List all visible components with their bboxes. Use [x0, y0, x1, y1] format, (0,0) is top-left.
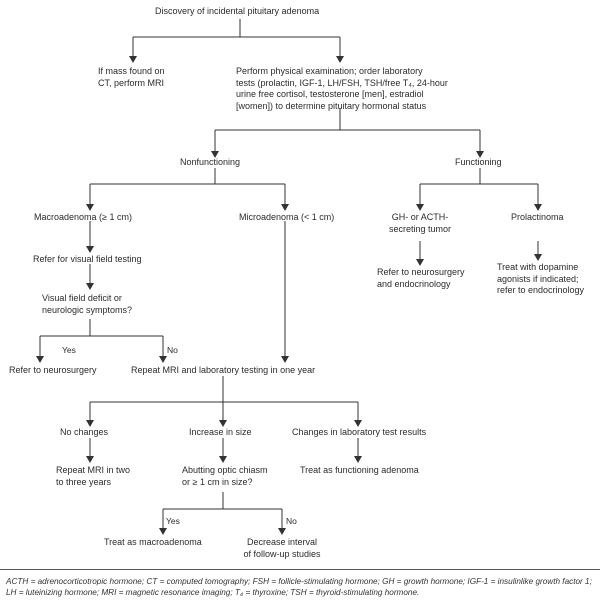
node-repeat-two-line-1: Repeat MRI in two [56, 465, 131, 475]
node-decrease-line-2: of follow-up studies [243, 548, 321, 559]
node-treat-functioning: Treat as functioning adenoma [300, 465, 419, 477]
node-root: Discovery of incidental pituitary adenom… [155, 6, 319, 18]
node-exam-line-4: [women]) to determine pituitary hormonal… [236, 100, 427, 111]
node-deficit-line-2: neurologic symptoms? [42, 304, 133, 315]
node-abutting-line-2: or ≥ 1 cm in size? [182, 476, 253, 487]
node-refer-neurosurgery-text: Refer to neurosurgery [9, 365, 97, 375]
node-gh-line-2: secreting tumor [388, 223, 452, 234]
node-lab-changes-text: Changes in laboratory test results [292, 427, 427, 437]
node-visual-field-testing: Refer for visual field testing [33, 254, 142, 266]
node-visual-field-text: Refer for visual field testing [33, 254, 142, 264]
node-repeat-two-three-years: Repeat MRI in two to three years [56, 465, 130, 488]
node-functioning: Functioning [455, 157, 502, 169]
node-deficit-question: Visual field deficit or neurologic sympt… [42, 293, 132, 316]
node-no-changes: No changes [60, 427, 108, 439]
footnote-abbreviations: ACTH = adrenocorticotropic hormone; CT =… [6, 577, 592, 597]
node-increase-size-text: Increase in size [189, 427, 252, 437]
node-gh-line-1: GH- or ACTH- [391, 212, 449, 222]
node-prolactinoma-text: Prolactinoma [511, 212, 564, 222]
edge-label-yes-deficit: Yes [62, 345, 76, 355]
node-refer-neurosurgery: Refer to neurosurgery [9, 365, 97, 377]
node-deficit-line-1: Visual field deficit or [42, 293, 122, 303]
node-dopamine: Treat with dopamine agonists if indicate… [497, 262, 584, 297]
node-no-changes-text: No changes [60, 427, 109, 437]
node-increase-size: Increase in size [189, 427, 252, 439]
node-gh-acth: GH- or ACTH- secreting tumor [380, 212, 460, 235]
footnote-divider [0, 569, 600, 570]
edge-label-no-deficit: No [167, 345, 178, 355]
node-ct-mri-line-2: CT, perform MRI [98, 77, 165, 88]
node-abutting-line-1: Abutting optic chiasm [182, 465, 268, 475]
node-ct-mri-line-1: If mass found on [98, 66, 165, 76]
node-decrease-line-1: Decrease interval [246, 537, 318, 547]
node-dopamine-line-1: Treat with dopamine [497, 262, 579, 272]
node-lab-changes: Changes in laboratory test results [292, 427, 426, 439]
node-ct-mri: If mass found on CT, perform MRI [98, 66, 165, 89]
node-physical-exam: Perform physical examination; order labo… [236, 66, 448, 112]
node-root-text: Discovery of incidental pituitary adenom… [155, 6, 320, 16]
node-exam-line-1: Perform physical examination; order labo… [236, 66, 423, 76]
node-repeat-two-line-2: to three years [56, 476, 112, 487]
node-functioning-text: Functioning [455, 157, 502, 167]
node-nonfunctioning: Nonfunctioning [180, 157, 240, 169]
node-treat-macroadenoma: Treat as macroadenoma [104, 537, 202, 549]
node-microadenoma: Microadenoma (< 1 cm) [239, 212, 334, 224]
node-refer-neuro-endo-line-1: Refer to neurosurgery [377, 267, 465, 277]
node-repeat-one-year: Repeat MRI and laboratory testing in one… [131, 365, 315, 377]
node-treat-functioning-text: Treat as functioning adenoma [300, 465, 419, 475]
node-nonfunctioning-text: Nonfunctioning [180, 157, 241, 167]
edge-label-yes-abutting: Yes [166, 516, 180, 526]
node-refer-neuro-endo-line-2: and endocrinology [377, 278, 451, 289]
node-exam-line-2: tests (prolactin, IGF-1, LH/FSH, TSH/fre… [236, 77, 448, 88]
node-decrease-interval: Decrease interval of follow-up studies [232, 537, 332, 560]
node-dopamine-line-3: refer to endocrinology [497, 285, 585, 295]
node-macroadenoma: Macroadenoma (≥ 1 cm) [34, 212, 132, 224]
node-exam-line-3: urine free cortisol, testosterone [men],… [236, 89, 424, 99]
node-repeat-one-year-text: Repeat MRI and laboratory testing in one… [131, 365, 316, 375]
node-dopamine-line-2: agonists if indicated; [497, 273, 579, 284]
node-abutting-chiasm: Abutting optic chiasm or ≥ 1 cm in size? [182, 465, 268, 488]
node-prolactinoma: Prolactinoma [511, 212, 564, 224]
node-macroadenoma-text: Macroadenoma (≥ 1 cm) [34, 212, 132, 222]
node-microadenoma-text: Microadenoma (< 1 cm) [239, 212, 335, 222]
node-treat-macroadenoma-text: Treat as macroadenoma [104, 537, 202, 547]
node-refer-neuro-endo: Refer to neurosurgery and endocrinology [377, 267, 465, 290]
edge-label-no-abutting: No [286, 516, 297, 526]
